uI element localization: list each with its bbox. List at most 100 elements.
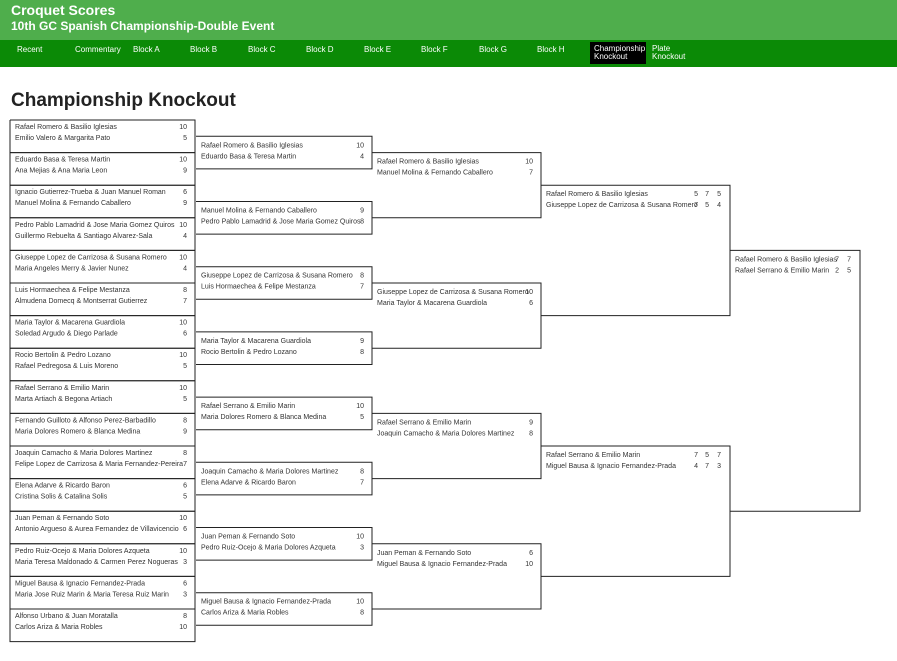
- team-name: Luis Hormaechea & Felipe Mestanza: [201, 284, 316, 291]
- team-name: Guillermo Rebuelta & Santiago Alvarez-Sa…: [15, 233, 152, 240]
- team-name: Emilio Valero & Margarita Pato: [15, 135, 110, 142]
- team-name: Rafael Serrano & Emilio Marin: [735, 267, 829, 274]
- team-score: 8: [183, 287, 187, 294]
- team-score: 9: [183, 200, 187, 207]
- team-name: Miguel Bausa & Ignacio Fernandez-Prada: [201, 599, 331, 606]
- team-name: Rafael Romero & Basilio Iglesias: [735, 256, 837, 263]
- page-title: Championship Knockout: [11, 90, 236, 111]
- nav-block-d[interactable]: Block D: [306, 45, 334, 54]
- nav-block-c[interactable]: Block C: [248, 45, 276, 54]
- team-score: 8: [183, 613, 187, 620]
- team-score: 6: [529, 300, 533, 307]
- team-name: Luis Hormaechea & Felipe Mestanza: [15, 287, 130, 294]
- team-score: 5: [705, 452, 709, 459]
- team-score: 9: [360, 208, 364, 215]
- team-name: Maria Teresa Maldonado & Carmen Perez No…: [15, 559, 178, 566]
- team-score: 5: [183, 135, 187, 142]
- team-name: Alfonso Urbano & Juan Moratalla: [15, 613, 118, 620]
- team-name: Miguel Bausa & Ignacio Fernandez-Prada: [15, 580, 145, 587]
- team-name: Rafael Serrano & Emilio Marin: [15, 385, 109, 392]
- nav-block-a[interactable]: Block A: [133, 45, 160, 54]
- team-score: 10: [179, 352, 187, 359]
- team-name: Rocio Bertolin & Pedro Lozano: [15, 352, 111, 359]
- nav-block-e[interactable]: Block E: [364, 45, 392, 54]
- team-name: Joaquin Camacho & Maria Dolores Martinez: [377, 430, 515, 437]
- nav-plate-knockout[interactable]: Plate Knockout: [652, 44, 686, 61]
- team-score: 6: [183, 526, 187, 533]
- team-score: 7: [717, 452, 721, 459]
- team-score: 8: [360, 349, 364, 356]
- nav-block-g[interactable]: Block G: [479, 45, 508, 54]
- team-score: 10: [179, 254, 187, 261]
- team-name: Carlos Ariza & Maria Robles: [15, 624, 103, 631]
- team-score: 7: [360, 284, 364, 291]
- team-name: Giuseppe Lopez de Carrizosa & Susana Rom…: [15, 254, 167, 261]
- team-name: Rafael Serrano & Emilio Marin: [546, 452, 640, 459]
- nav-championship-knockout[interactable]: Championship Knockout: [590, 42, 646, 64]
- team-score: 10: [179, 385, 187, 392]
- team-name: Juan Peman & Fernando Soto: [15, 515, 109, 522]
- team-score: 5: [183, 396, 187, 403]
- team-name: Soledad Argudo & Diego Parlade: [15, 331, 118, 338]
- team-score: 7: [694, 202, 698, 209]
- team-score: 10: [179, 124, 187, 131]
- team-name: Joaquin Camacho & Maria Dolores Martinez: [15, 450, 153, 457]
- team-score: 10: [356, 403, 364, 410]
- team-score: 10: [179, 548, 187, 555]
- team-score: 10: [179, 624, 187, 631]
- nav-recent[interactable]: Recent: [17, 45, 43, 54]
- team-score: 7: [705, 463, 709, 470]
- team-score: 8: [529, 430, 533, 437]
- team-name: Miguel Bausa & Ignacio Fernandez-Prada: [377, 561, 507, 568]
- team-name: Fernando Guilloto & Alfonso Perez-Barbad…: [15, 417, 156, 424]
- team-score: 8: [360, 610, 364, 617]
- team-name: Ana Mejias & Ana Maria Leon: [15, 168, 107, 175]
- team-score: 3: [183, 591, 187, 598]
- team-name: Giuseppe Lopez de Carrizosa & Susana Rom…: [546, 202, 698, 209]
- team-score: 7: [360, 479, 364, 486]
- team-name: Eduardo Basa & Teresa Martin: [15, 157, 110, 164]
- nav-bar: Recent Commentary Block A Block B Block …: [0, 40, 897, 67]
- team-score: 7: [529, 170, 533, 177]
- team-name: Giuseppe Lopez de Carrizosa & Susana Rom…: [201, 273, 353, 280]
- team-score: 10: [179, 320, 187, 327]
- team-name: Giuseppe Lopez de Carrizosa & Susana Rom…: [377, 289, 529, 296]
- nav-commentary[interactable]: Commentary: [75, 45, 121, 54]
- team-name: Cristina Solis & Catalina Solis: [15, 494, 108, 501]
- team-score: 9: [529, 419, 533, 426]
- team-score: 8: [183, 417, 187, 424]
- nav-block-f[interactable]: Block F: [421, 45, 448, 54]
- team-score: 3: [183, 559, 187, 566]
- team-name: Manuel Molina & Fernando Caballero: [377, 170, 493, 177]
- team-score: 4: [183, 265, 187, 272]
- team-score: 10: [525, 159, 533, 166]
- site-title: Croquet Scores: [11, 2, 116, 18]
- team-score: 9: [360, 338, 364, 345]
- nav-block-b[interactable]: Block B: [190, 45, 218, 54]
- team-score: 6: [183, 331, 187, 338]
- nav-block-h[interactable]: Block H: [537, 45, 565, 54]
- team-name: Elena Adarve & Ricardo Baron: [15, 483, 110, 490]
- team-name: Juan Peman & Fernando Soto: [377, 550, 471, 557]
- team-score: 8: [360, 273, 364, 280]
- team-score: 5: [183, 363, 187, 370]
- team-score: 4: [183, 233, 187, 240]
- team-name: Maria Dolores Romero & Blanca Medina: [201, 414, 326, 421]
- team-score: 7: [694, 452, 698, 459]
- event-title: 10th GC Spanish Championship-Double Even…: [11, 19, 275, 33]
- team-score: 3: [717, 463, 721, 470]
- team-score: 7: [705, 191, 709, 198]
- team-name: Rafael Romero & Basilio Iglesias: [15, 124, 117, 131]
- team-name: Rocio Bertolin & Pedro Lozano: [201, 349, 297, 356]
- team-score: 10: [356, 142, 364, 149]
- team-name: Maria Taylor & Macarena Guardiola: [201, 338, 311, 345]
- team-name: Rafael Pedregosa & Luis Moreno: [15, 363, 118, 370]
- team-score: 6: [183, 580, 187, 587]
- team-score: 10: [179, 515, 187, 522]
- team-name: Rafael Serrano & Emilio Marin: [377, 419, 471, 426]
- team-name: Eduardo Basa & Teresa Martin: [201, 153, 296, 160]
- team-score: 6: [183, 189, 187, 196]
- team-score: 5: [705, 202, 709, 209]
- team-score: 7: [835, 256, 839, 263]
- team-name: Pedro Pablo Lamadrid & Jose Maria Gomez …: [15, 222, 175, 229]
